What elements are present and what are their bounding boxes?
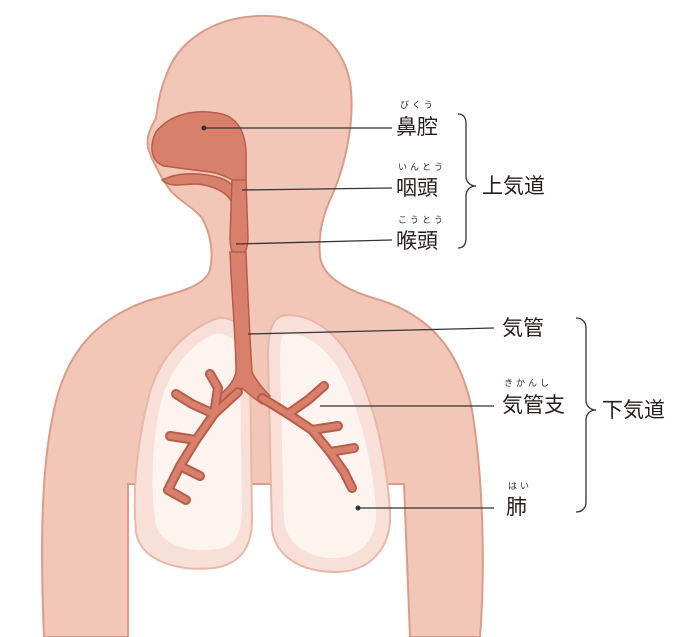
bronchi-ruby: きかんし: [504, 380, 552, 389]
label-trachea: 気管: [502, 318, 544, 339]
upper-airway-bracket: [458, 114, 476, 248]
label-bronchi: 気管支: [502, 395, 565, 416]
label-pharynx: 咽頭: [396, 178, 438, 199]
larynx-ruby: こうとう: [398, 217, 446, 226]
label-nasal-cavity: 鼻腔: [396, 117, 438, 138]
lower-airway-bracket: [576, 318, 596, 512]
pharynx-ruby: いんとう: [398, 164, 446, 173]
lung-ruby: はい: [508, 483, 532, 492]
label-upper-airway: 上気道: [482, 176, 545, 197]
label-lung: 肺: [506, 497, 527, 518]
leader-dot-lung: [356, 506, 361, 511]
label-lower-airway: 下気道: [602, 400, 665, 421]
leader-dot-nasal-cavity: [202, 126, 207, 131]
label-larynx: 喉頭: [396, 231, 438, 252]
pharynx-larynx: [230, 180, 248, 262]
nasal-cavity-ruby: びくう: [400, 102, 436, 111]
